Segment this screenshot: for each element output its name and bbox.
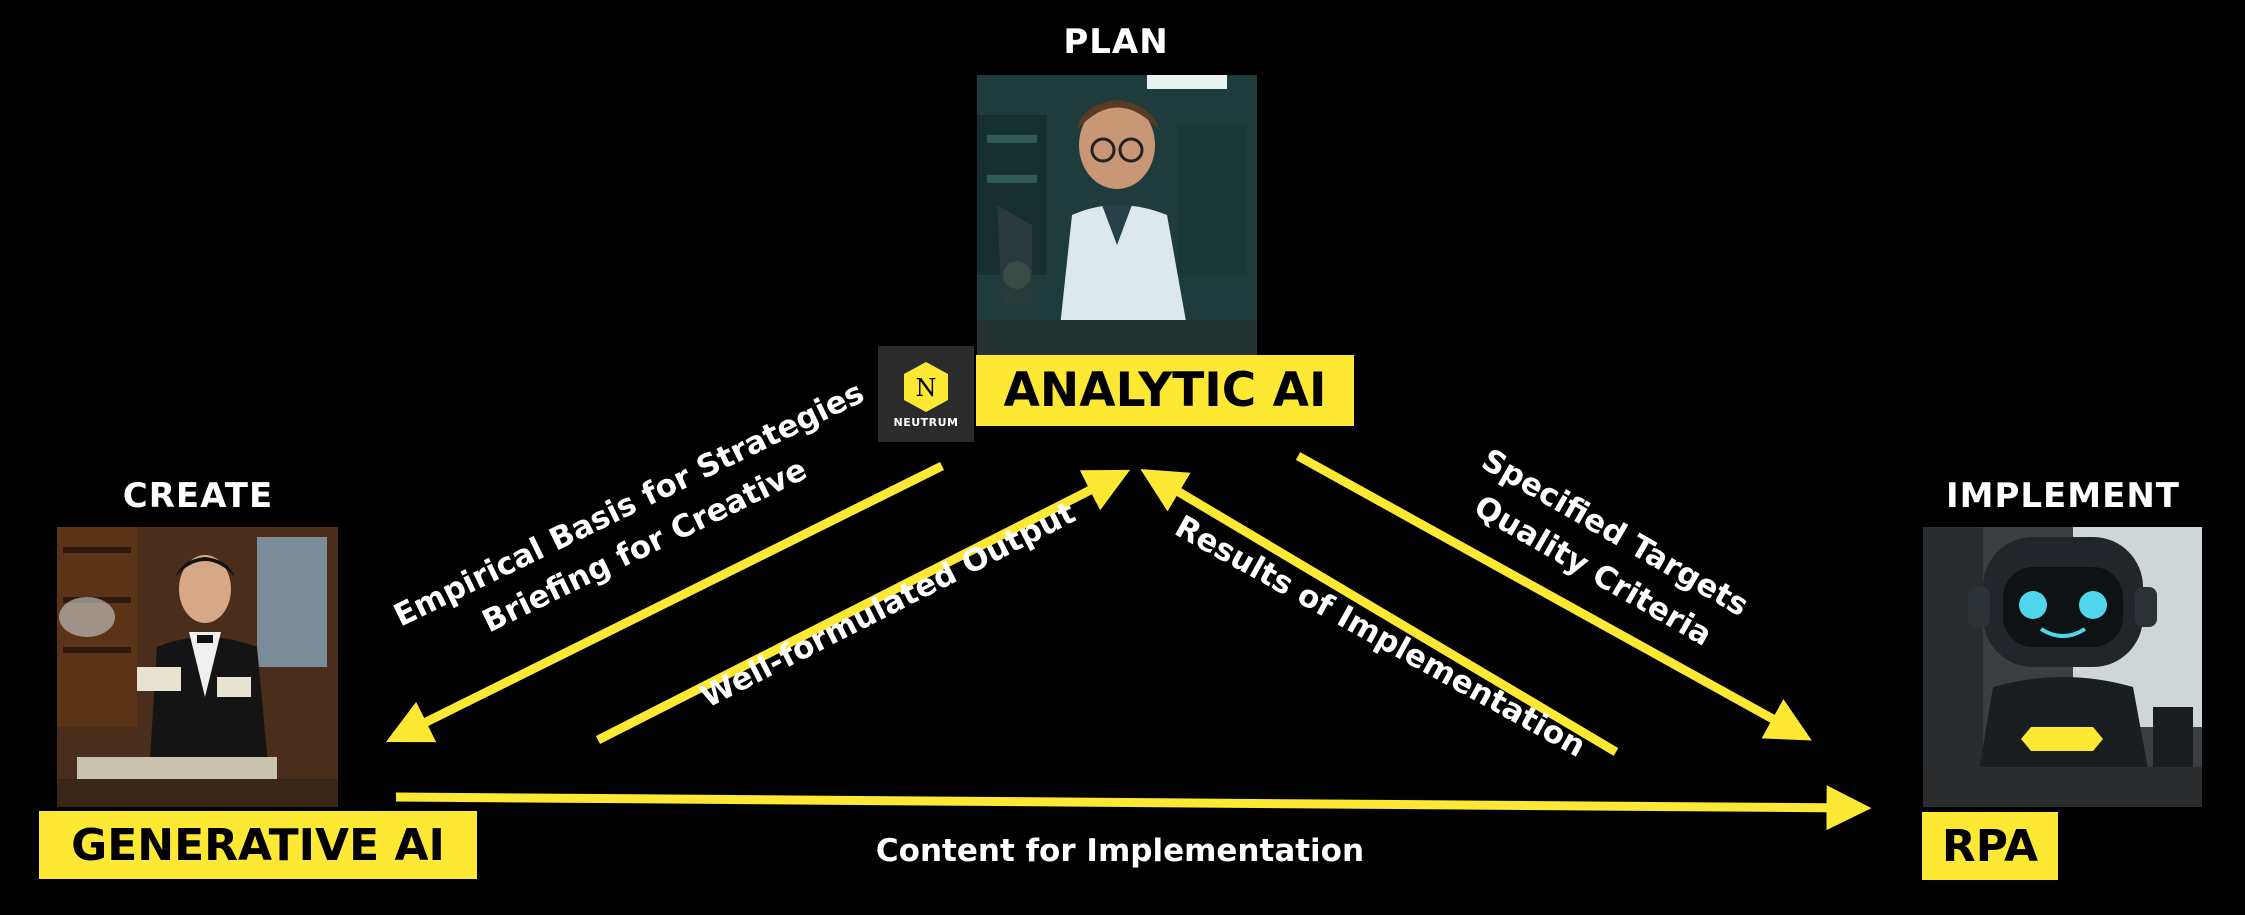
analytic-ai-label: ANALYTIC AI	[976, 355, 1354, 426]
neutrum-logo: N NEUTRUM	[878, 346, 974, 442]
hexagon-logo-icon: N	[904, 361, 948, 412]
arrow-implement-to-plan	[1140, 469, 1619, 756]
edge-label-create-to-implement: Content for Implementation	[875, 833, 1365, 869]
arrow-plan-to-implement	[1295, 452, 1812, 741]
robot-photo	[1923, 527, 2202, 807]
generative-ai-label: GENERATIVE AI	[39, 811, 477, 879]
create-heading: CREATE	[122, 476, 274, 516]
arrow-create-to-implement	[395, 785, 1872, 831]
arrow-plan-to-create	[385, 461, 945, 743]
scientist-photo	[977, 75, 1257, 355]
magician-photo	[57, 527, 338, 807]
logo-name: NEUTRUM	[893, 415, 959, 429]
implement-heading: IMPLEMENT	[1945, 476, 2180, 516]
rpa-label: RPA	[1922, 812, 2058, 880]
plan-heading: PLAN	[1063, 22, 1169, 62]
arrow-create-to-plan	[595, 469, 1131, 745]
svg-text:N: N	[916, 374, 937, 402]
